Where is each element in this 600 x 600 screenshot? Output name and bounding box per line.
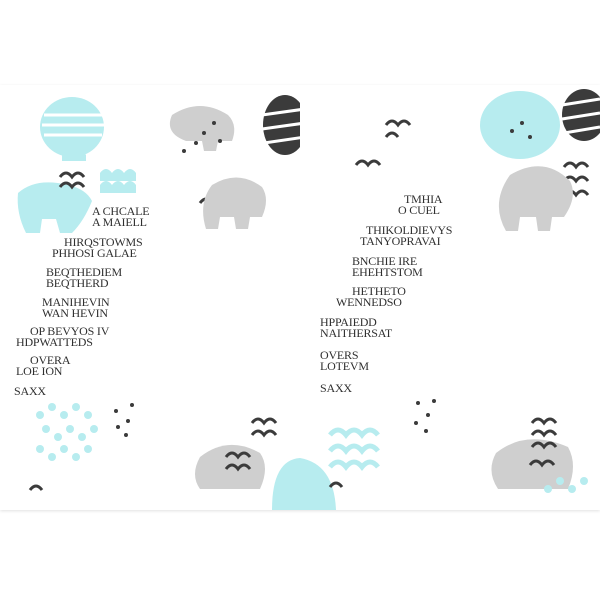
aqua-elephant: [17, 182, 92, 233]
left-text-line: MANIHEVIN: [42, 295, 110, 309]
confetti-drops: [114, 121, 222, 437]
gray-elephant: [498, 166, 573, 231]
right-text-line: LOTEVM: [320, 359, 369, 373]
left-text-line: OP BEVYOS IV: [30, 324, 110, 338]
left-text-line: SAXX: [14, 384, 46, 398]
right-text-line: HETHETO: [352, 284, 406, 298]
right-text-line: SAXX: [320, 381, 352, 395]
gray-elephant-mid: [203, 177, 266, 229]
aqua-wave-pattern: [62, 151, 136, 193]
aqua-dots: [36, 403, 98, 461]
right-text-line: HPPAIEDD: [320, 315, 377, 329]
aqua-balloon: [40, 97, 104, 157]
aqua-balloon: [480, 91, 560, 159]
invitation-card: A CHCALE A MAIELL HIRQSTOWMS PHHOSI GALA…: [0, 85, 600, 510]
right-text-line: TANYOPRAVAI: [360, 234, 441, 248]
right-text-line: O CUEL: [398, 203, 440, 217]
aqua-wave-pattern: [328, 427, 380, 471]
right-decoration: [300, 89, 600, 510]
left-text-line: LOE ION: [16, 364, 63, 378]
left-text-line: BEQTHEDIEM: [46, 265, 122, 279]
right-text-line: TMHIA: [404, 192, 443, 206]
right-text-line: NAITHERSAT: [320, 326, 392, 340]
left-text-line: HDPWATTEDS: [16, 335, 93, 349]
gray-elephant: [169, 106, 235, 151]
right-text-line: OVERS: [320, 348, 359, 362]
confetti-drops: [414, 121, 532, 433]
right-panel: TMHIA O CUEL THIKOLDIEVYS TANYOPRAVAI BN…: [300, 85, 600, 510]
left-text-line: WAN HEVIN: [42, 306, 108, 320]
left-text-line: HIRQSTOWMS: [64, 235, 143, 249]
left-text-line: OVERA: [30, 353, 71, 367]
left-text-line: PHHOSI GALAE: [52, 246, 137, 260]
left-text-line: BEQTHERD: [46, 276, 109, 290]
left-text-line: A MAIELL: [92, 215, 147, 229]
left-text-line: A CHCALE: [92, 204, 150, 218]
right-text-line: WENNEDSO: [336, 295, 402, 309]
right-text-line: BNCHIE IRE: [352, 254, 417, 268]
right-text-line: THIKOLDIEVYS: [366, 223, 453, 237]
left-decoration: [17, 95, 300, 510]
left-panel: A CHCALE A MAIELL HIRQSTOWMS PHHOSI GALA…: [0, 85, 300, 510]
right-text-line: EHEHTSTOM: [352, 265, 423, 279]
